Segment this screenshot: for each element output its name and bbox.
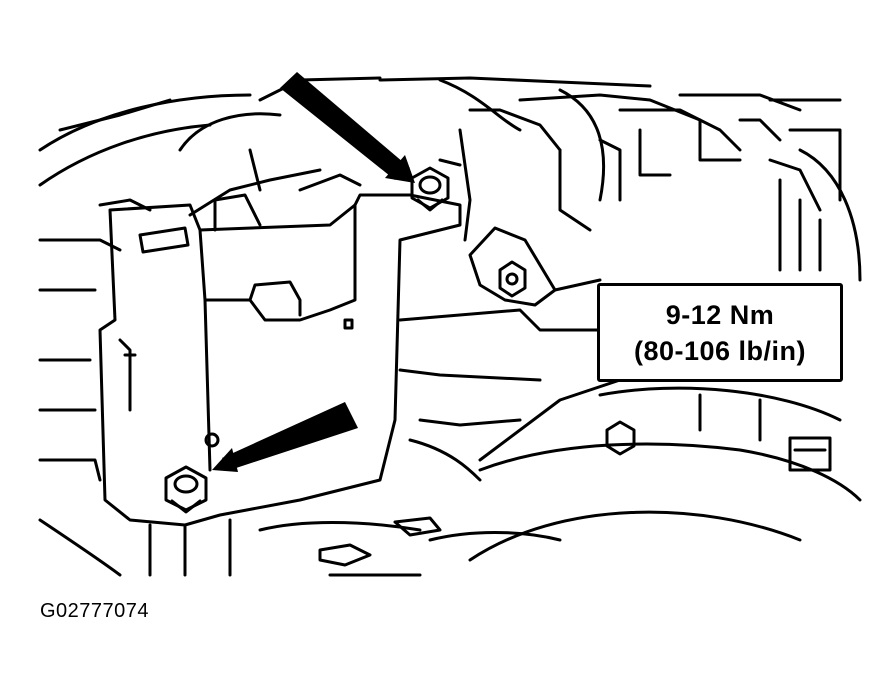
pointer-arrow-upper bbox=[280, 72, 415, 183]
pointer-arrow-lower bbox=[212, 402, 358, 472]
lower-nut bbox=[164, 465, 208, 514]
lower-housing bbox=[148, 516, 562, 577]
upper-nut bbox=[410, 166, 450, 212]
torque-imperial: (80-106 lb/in) bbox=[633, 335, 807, 366]
torque-spec-box: 9-12 Nm (80-106 lb/in) bbox=[597, 283, 843, 382]
torque-metric: 9-12 Nm bbox=[665, 299, 775, 330]
figure-id: G02777074 bbox=[40, 600, 150, 622]
mounting-bracket bbox=[98, 193, 462, 527]
engine-background-lines bbox=[38, 76, 862, 577]
bottom-cover bbox=[468, 386, 862, 562]
